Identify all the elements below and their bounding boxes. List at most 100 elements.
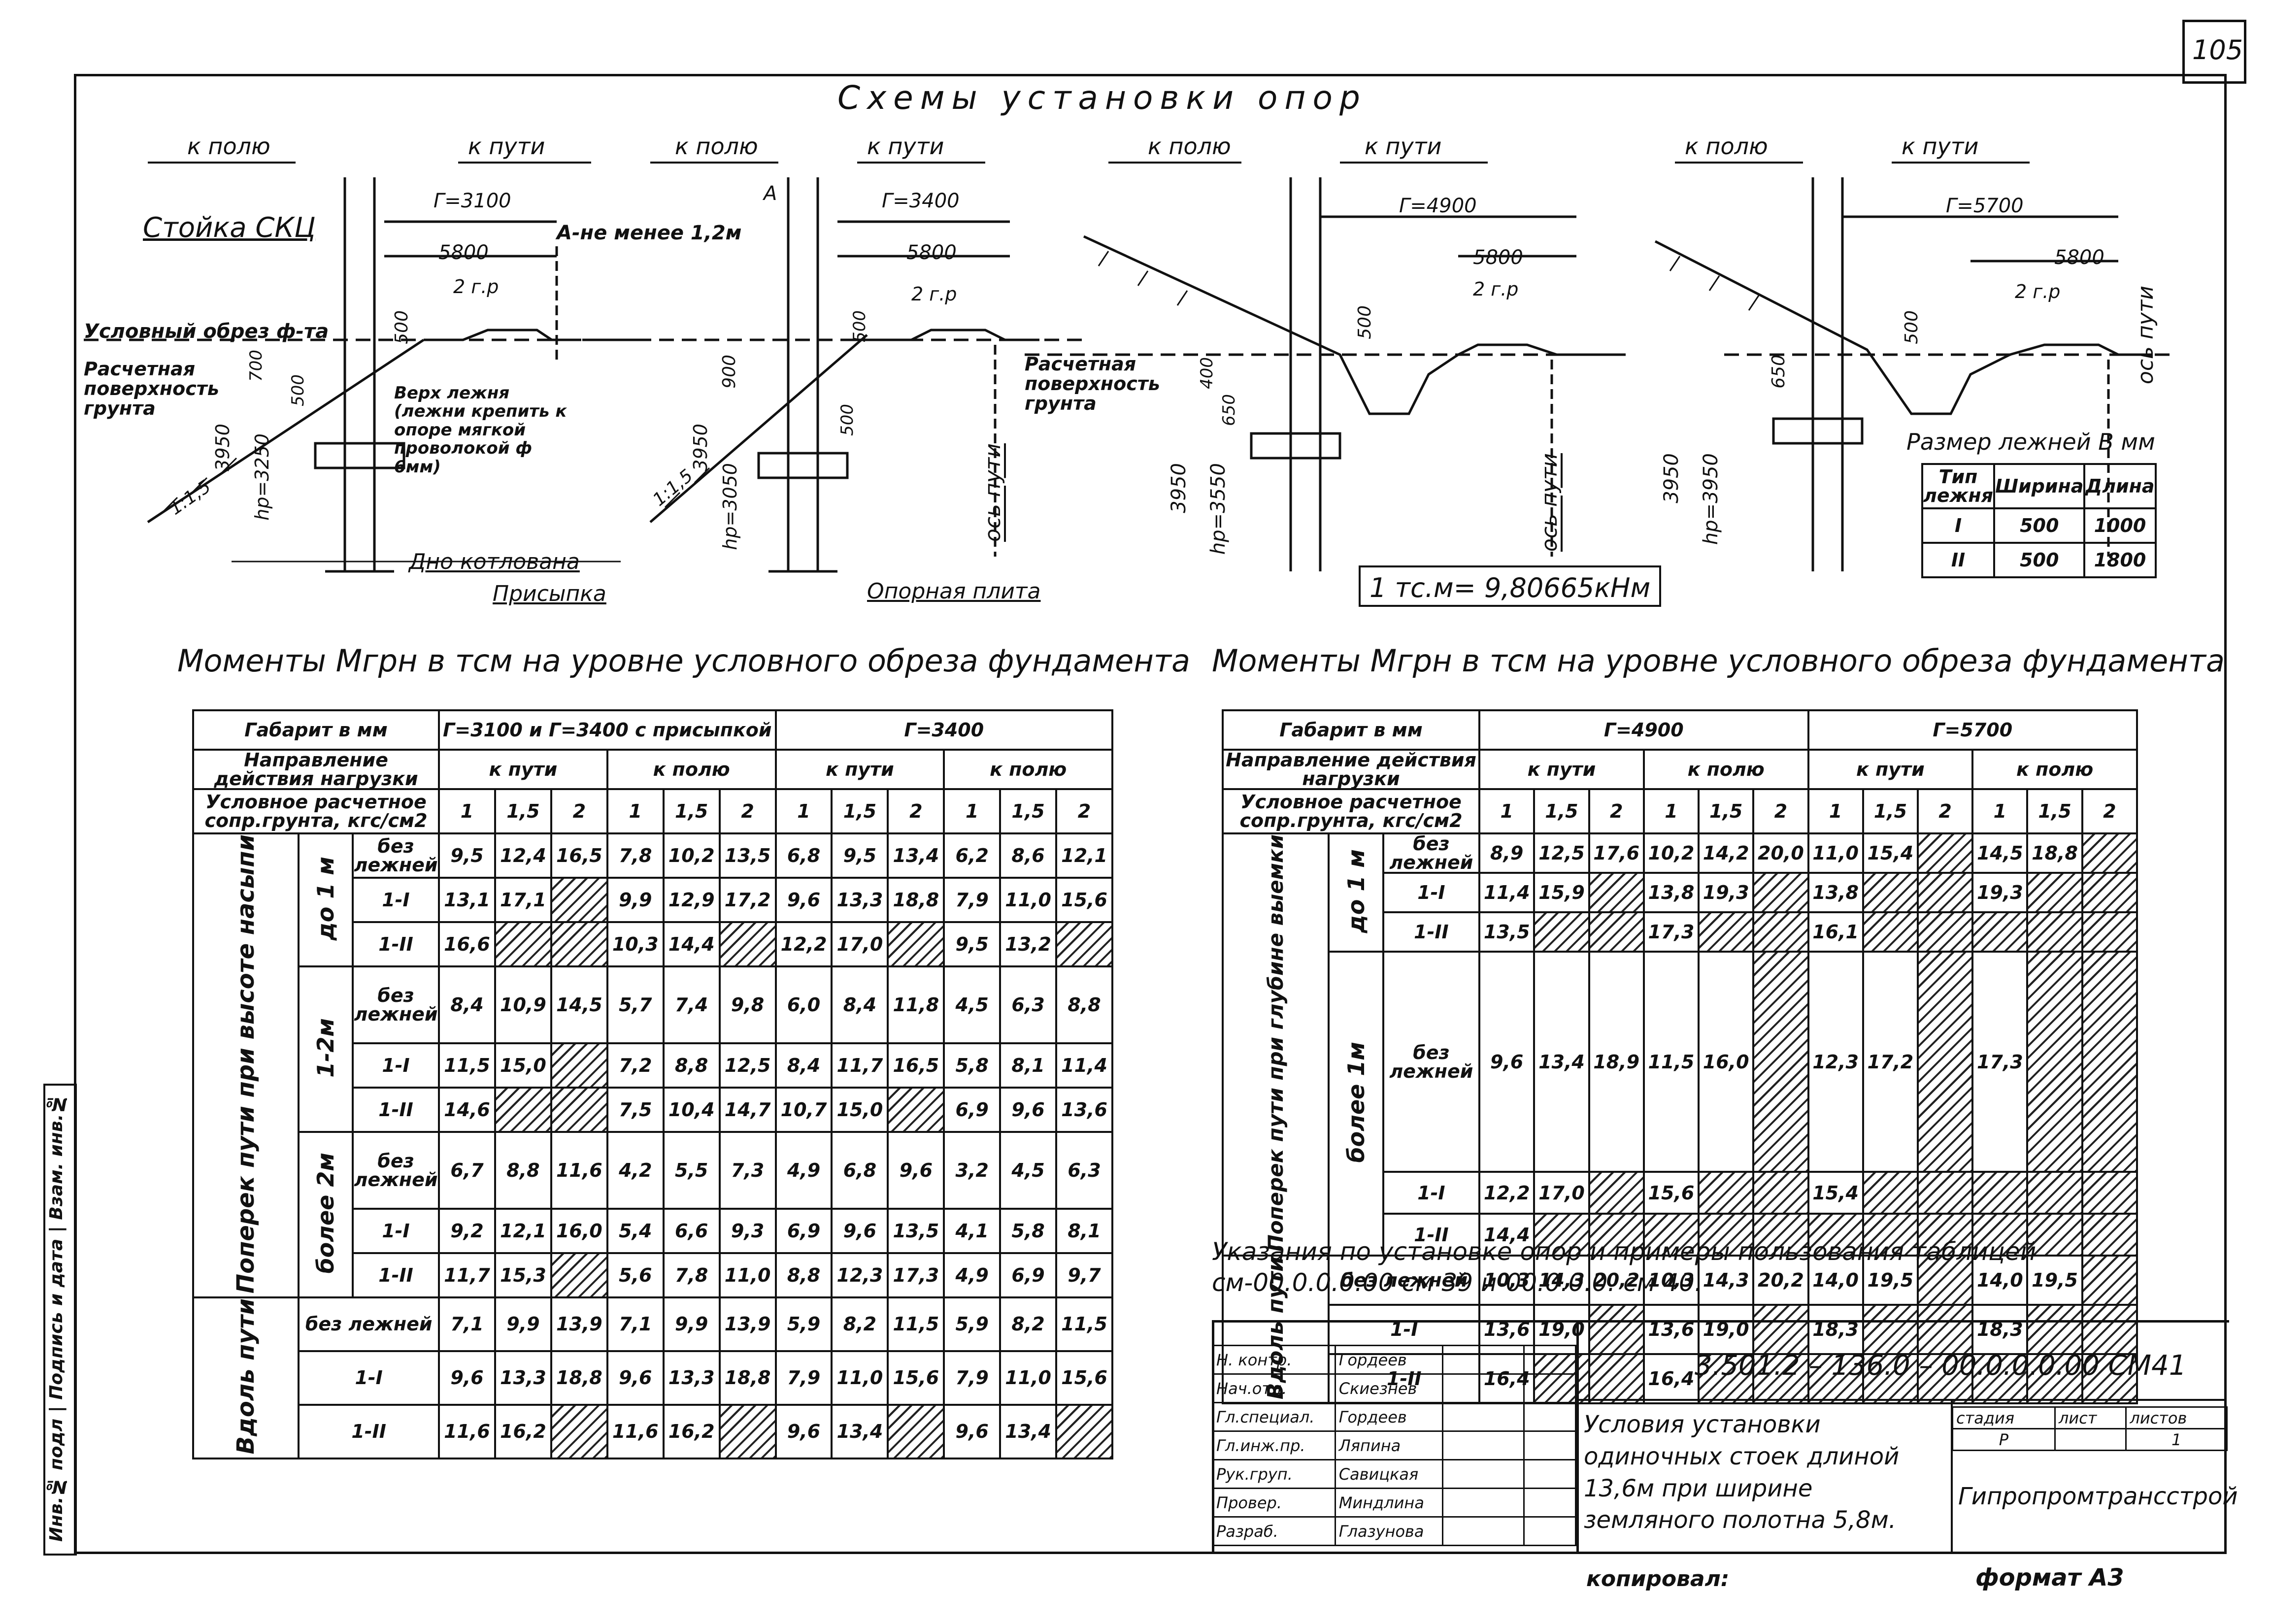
moment-value xyxy=(2026,1171,2083,1215)
installation-diagrams xyxy=(84,162,2177,607)
moment-value: 11,0 xyxy=(718,1252,777,1299)
depth-more1: более 1м xyxy=(1328,950,1384,1257)
dim-700: 700 xyxy=(246,350,266,382)
moment-value xyxy=(1807,1213,1864,1257)
moment-value: 13,1 xyxy=(438,877,496,923)
moment-value: 11,6 xyxy=(606,1403,665,1459)
left-hdr-field-2: к полю xyxy=(943,749,1113,790)
moment-value xyxy=(1055,921,1113,967)
moment-value: 10,7 xyxy=(774,1087,833,1133)
moment-value: 9,9 xyxy=(606,877,665,923)
sign-name: Ляпина xyxy=(1334,1430,1444,1460)
moment-value xyxy=(1533,1213,1590,1257)
crossbar-cell: 500 xyxy=(1993,507,2086,544)
row-along-1i: 1-I xyxy=(298,1350,440,1406)
sign-date xyxy=(1523,1345,1576,1375)
moment-value: 5,7 xyxy=(606,965,665,1045)
crossbar-cell: 1000 xyxy=(2083,507,2157,544)
stand-label: Стойка СКЦ xyxy=(143,212,316,244)
sheet-frame xyxy=(74,74,2227,1554)
moment-value: 15,9 xyxy=(1533,872,1590,913)
soil-value-header: 2 xyxy=(1916,788,1974,834)
left-hdr-g3100: Г=3100 и Г=3400 с присыпкой xyxy=(438,709,777,751)
moment-value: 4,5 xyxy=(943,965,1002,1045)
track-axis-2: ось пути xyxy=(980,443,1005,542)
left-hdr-track-1: к пути xyxy=(438,749,608,790)
sign-name: Скиезнев xyxy=(1334,1373,1444,1403)
moment-value: 4,9 xyxy=(943,1252,1002,1299)
moment-value: 9,6 xyxy=(438,1350,496,1406)
moment-value xyxy=(1862,911,1919,953)
soil-value-header: 1,5 xyxy=(831,788,889,834)
moment-value xyxy=(2081,1255,2138,1306)
moment-value xyxy=(1588,1213,1645,1257)
moment-value: 9,6 xyxy=(1478,950,1536,1173)
right-hdr-soil: Условное расчетное сопр.грунта, кгс/см2 xyxy=(1221,788,1481,834)
row-no-crossbar: без лежней xyxy=(352,965,440,1045)
soil-value-header: 1,5 xyxy=(494,788,552,834)
moment-value: 11,5 xyxy=(438,1042,496,1089)
moment-value: 10,4 xyxy=(662,1087,721,1133)
moment-value xyxy=(1807,1353,1864,1405)
moment-value: 20,0 xyxy=(1752,832,1809,874)
organization: Гипропромтрансстрой xyxy=(1958,1483,2238,1510)
title-block-vline xyxy=(1951,1399,1953,1552)
row-along-1ii: 1-II xyxy=(298,1403,440,1459)
moment-value: 13,6 xyxy=(1642,1304,1700,1356)
moment-value: 4,1 xyxy=(943,1208,1002,1255)
left-moments-table: Габарит в мм Г=3100 и Г=3400 с присыпкой… xyxy=(192,709,1114,1459)
moment-value xyxy=(1971,911,2029,953)
moment-value: 11,8 xyxy=(887,965,945,1045)
dim-500-5: 500 xyxy=(1355,305,1375,339)
stage-label: стадия xyxy=(1952,1406,2056,1429)
signature xyxy=(1442,1430,1525,1460)
row-crossbar-1i: 1-I xyxy=(1382,1171,1481,1215)
track-axis-4: ось пути xyxy=(2133,286,2158,385)
sign-name: Гордеев xyxy=(1334,1402,1444,1432)
moment-value xyxy=(1533,911,1590,953)
sign-role: Нач.отд. xyxy=(1212,1373,1336,1403)
moment-value: 8,8 xyxy=(1055,965,1113,1045)
moment-value: 9,9 xyxy=(494,1296,552,1352)
group-along: Вдоль пути xyxy=(192,1296,300,1459)
moment-value: 13,4 xyxy=(1533,950,1590,1173)
moment-value: 9,6 xyxy=(831,1208,889,1255)
moment-value: 19,0 xyxy=(1698,1304,1755,1356)
soil-value-header: 1 xyxy=(1971,788,2029,834)
right-hdr-g4900: Г=4900 xyxy=(1478,709,1809,751)
backfill-label: Присыпка xyxy=(493,581,606,606)
moment-value xyxy=(1916,1171,1974,1215)
a-note: А-не менее 1,2м xyxy=(557,222,742,244)
moment-value: 8,8 xyxy=(494,1131,552,1210)
foundation-cut-label: Условный обрез ф-та xyxy=(84,320,329,343)
moment-value: 6,9 xyxy=(774,1208,833,1255)
soil-value-header: 2 xyxy=(718,788,777,834)
drawing-title: Условия установки одиночных стоек длиной… xyxy=(1584,1411,1900,1534)
right-hdr-track-2: к пути xyxy=(1807,749,1974,790)
sheets-label: листов xyxy=(2125,1406,2228,1429)
label-to-track-4: к пути xyxy=(1902,133,1979,160)
moment-value: 16,4 xyxy=(1642,1353,1700,1405)
moment-value: 13,8 xyxy=(1807,872,1864,913)
moment-value: 15,6 xyxy=(887,1350,945,1406)
moment-value xyxy=(1698,1213,1755,1257)
moment-value: 8,2 xyxy=(999,1296,1058,1352)
moment-value: 14,2 xyxy=(1698,832,1755,874)
moment-value: 11,7 xyxy=(831,1042,889,1089)
sign-date xyxy=(1523,1402,1576,1432)
soil-value-header: 1,5 xyxy=(1533,788,1590,834)
moment-value: 8,4 xyxy=(438,965,496,1045)
moment-value xyxy=(1971,1171,2029,1215)
moment-value: 6,9 xyxy=(943,1087,1002,1133)
moment-value xyxy=(550,1403,608,1459)
crossbar-hdr-type: Тип лежня xyxy=(1921,463,1996,509)
soil-value-header: 1 xyxy=(1642,788,1700,834)
right-hdr-gabarit: Габарит в мм xyxy=(1221,709,1481,751)
moment-value xyxy=(2081,1304,2138,1356)
moment-value: 11,5 xyxy=(887,1296,945,1352)
row-crossbar-1i: 1-I xyxy=(352,1208,440,1255)
pit-bottom-label: Дно котлована xyxy=(409,549,580,574)
row-no-crossbar: без лежней xyxy=(1382,832,1481,874)
moment-value: 15,6 xyxy=(1055,1350,1113,1406)
moment-value: 11,0 xyxy=(1807,832,1864,874)
